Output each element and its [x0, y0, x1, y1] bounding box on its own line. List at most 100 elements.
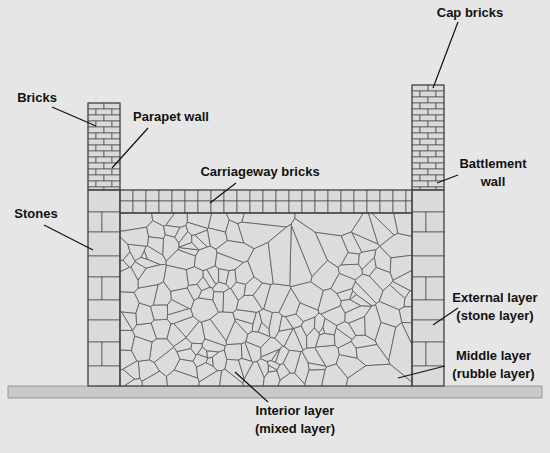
brick	[412, 121, 428, 127]
rubble-stone	[264, 284, 291, 313]
carriageway-brick	[263, 190, 276, 201]
part-label: Cap bricks	[425, 4, 515, 22]
brick	[420, 103, 436, 109]
right-stone-column	[412, 190, 444, 386]
rubble-stone	[279, 316, 293, 331]
carriageway-brick	[367, 190, 380, 201]
carriageway-brick	[341, 201, 354, 213]
brick	[436, 139, 444, 145]
brick	[412, 181, 428, 187]
carriageway-brick	[172, 190, 185, 201]
carriageway-brick	[315, 190, 328, 201]
rubble-stone	[152, 213, 175, 226]
brick	[436, 127, 444, 133]
brick	[428, 145, 444, 151]
rubble-stone	[216, 241, 254, 263]
rubble-stone	[226, 270, 236, 289]
brick	[96, 181, 112, 187]
rubble-stone	[122, 312, 137, 330]
brick	[412, 91, 420, 97]
rubble-stone	[147, 237, 163, 255]
rubble-stone	[321, 306, 345, 326]
rubble-stone	[244, 277, 262, 296]
brick	[96, 145, 112, 151]
carriageway-brick	[393, 190, 406, 201]
brick	[96, 169, 112, 175]
brick	[412, 109, 428, 115]
stone-block	[88, 320, 120, 342]
carriageway-brick	[211, 201, 224, 213]
brick	[104, 115, 120, 121]
rubble-stone	[142, 371, 168, 386]
rubble-stone	[120, 227, 149, 246]
stone-block	[88, 366, 120, 386]
rubble-stone	[187, 284, 201, 300]
carriageway-brick	[198, 190, 211, 201]
left-stone-column	[88, 190, 120, 386]
brick	[420, 163, 436, 169]
brick	[88, 145, 96, 151]
rubble-stone	[213, 292, 224, 313]
leader-line	[52, 107, 96, 126]
carriageway-brick	[406, 201, 412, 213]
rubble-stone	[321, 364, 347, 386]
carriageway-brick	[354, 190, 367, 201]
carriageway-brick	[120, 190, 133, 201]
brick	[104, 151, 120, 157]
stone-block	[88, 256, 120, 277]
stone-block	[412, 256, 444, 277]
stone-block	[88, 342, 102, 366]
brick	[96, 109, 112, 115]
brick	[436, 175, 444, 181]
brick	[88, 127, 104, 133]
carriageway-brick	[133, 190, 146, 201]
brick	[412, 127, 420, 133]
brick	[112, 169, 120, 175]
brick	[412, 163, 420, 169]
carriageway-brick	[276, 190, 289, 201]
brick	[112, 133, 120, 139]
stone-block	[88, 300, 120, 320]
brick	[88, 103, 104, 109]
leader-line	[437, 175, 458, 183]
rubble-stone	[186, 222, 208, 235]
brick	[96, 121, 112, 127]
brick	[428, 85, 444, 91]
stone-block	[412, 366, 444, 386]
brick	[436, 115, 444, 121]
rubble-stone	[349, 317, 365, 336]
leader-line	[210, 183, 236, 203]
rubble-stone	[291, 282, 323, 310]
carriageway-brick	[354, 201, 367, 213]
leader-lines	[44, 22, 458, 402]
carriageway-brick	[237, 201, 250, 213]
brick	[436, 151, 444, 157]
brick	[412, 133, 428, 139]
stone-block	[412, 190, 444, 212]
carriageway-brick	[328, 201, 341, 213]
rubble-stone	[252, 312, 261, 332]
leader-line	[235, 372, 268, 402]
brick	[88, 151, 104, 157]
rubble-stone	[261, 337, 283, 356]
part-label: Stones	[6, 205, 66, 223]
stone-block	[426, 342, 444, 366]
brick	[420, 91, 436, 97]
stone-block	[88, 190, 120, 212]
brick	[412, 169, 428, 175]
brick	[88, 175, 104, 181]
rubble-stone	[368, 213, 394, 246]
carriageway-brick	[159, 190, 172, 201]
stone-block	[426, 212, 444, 232]
rubble-stone	[365, 305, 381, 341]
brick	[112, 181, 120, 187]
brick	[88, 169, 96, 175]
rubble-stone	[208, 213, 229, 232]
brick	[104, 139, 120, 145]
stone-block	[412, 232, 444, 256]
leader-line	[433, 22, 458, 88]
rubble-stone	[138, 264, 167, 288]
masonry-texture	[88, 85, 444, 386]
brick	[104, 103, 120, 109]
